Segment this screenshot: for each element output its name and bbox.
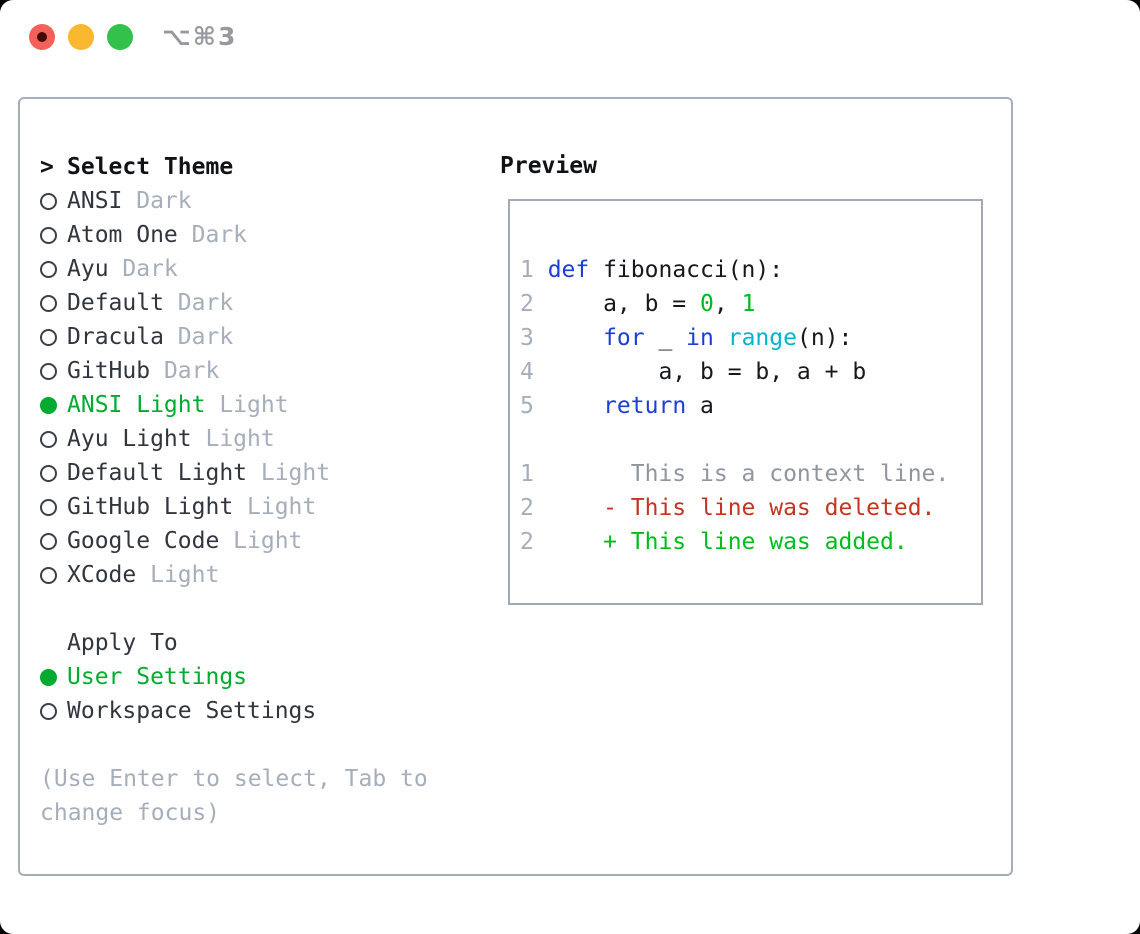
line-number: 5 (520, 393, 534, 419)
theme-list-title: Select Theme (67, 154, 234, 180)
help-text: (Use Enter to select, Tab to change focu… (40, 766, 428, 826)
theme-option-default-dark[interactable]: Default Dark (40, 286, 440, 320)
line-number: 3 (520, 325, 534, 351)
code-line: 5 return a (520, 393, 714, 419)
line-number: 1 (520, 257, 534, 283)
theme-option-ayu-light[interactable]: Ayu Light Light (40, 422, 440, 456)
line-number: 4 (520, 359, 534, 385)
theme-option-ansi-dark[interactable]: ANSI Dark (40, 184, 440, 218)
line-number: 2 (520, 495, 534, 521)
traffic-light-close-icon[interactable] (29, 24, 55, 50)
diff-line-context: 1 This is a context line. (520, 461, 950, 487)
apply-option-workspace-settings[interactable]: Workspace Settings (40, 694, 440, 728)
radio-icon (40, 328, 57, 346)
theme-option-ayu-dark[interactable]: Ayu Dark (40, 252, 440, 286)
theme-option-github-light[interactable]: GitHub Light Light (40, 490, 440, 524)
radio-icon (40, 226, 57, 244)
radio-icon (40, 362, 57, 380)
apply-to-header: Apply To (40, 626, 440, 660)
code-line: 2 a, b = 0, 1 (520, 291, 756, 317)
traffic-light-zoom-icon[interactable] (107, 24, 133, 50)
apply-option-user-settings[interactable]: User Settings (40, 660, 440, 694)
radio-selected-icon (40, 396, 57, 414)
radio-icon (40, 498, 57, 516)
code-line: 4 a, b = b, a + b (520, 359, 867, 385)
code-line: 3 for _ in range(n): (520, 325, 853, 351)
radio-icon (40, 532, 57, 550)
cursor-icon: > (40, 154, 54, 180)
apply-to-title: Apply To (67, 630, 178, 656)
theme-list-header: > Select Theme (40, 150, 440, 184)
window-shortcut-label: ⌥⌘3 (162, 22, 238, 51)
radio-icon (40, 260, 57, 278)
radio-icon (40, 430, 57, 448)
code-line: 1 def fibonacci(n): (520, 257, 784, 283)
theme-list: > Select Theme ANSI Dark Atom One Dark A… (40, 150, 440, 830)
line-number: 2 (520, 291, 534, 317)
radio-icon (40, 566, 57, 584)
theme-option-google-code[interactable]: Google Code Light (40, 524, 440, 558)
preview-title: Preview (500, 153, 597, 179)
radio-icon (40, 464, 57, 482)
traffic-light-minimize-icon[interactable] (68, 24, 94, 50)
theme-option-atom-one-dark[interactable]: Atom One Dark (40, 218, 440, 252)
diff-line-deleted: 2 - This line was deleted. (520, 495, 936, 521)
theme-option-ansi-light[interactable]: ANSI Light Light (40, 388, 440, 422)
theme-option-dracula-dark[interactable]: Dracula Dark (40, 320, 440, 354)
radio-selected-icon (40, 668, 57, 686)
radio-icon (40, 702, 57, 720)
line-number: 2 (520, 529, 534, 555)
radio-icon (40, 192, 57, 210)
theme-option-default-light[interactable]: Default Light Light (40, 456, 440, 490)
radio-icon (40, 294, 57, 312)
unsaved-dot-icon (37, 32, 47, 42)
theme-option-github-dark[interactable]: GitHub Dark (40, 354, 440, 388)
preview-box: 1 def fibonacci(n): 2 a, b = 0, 1 3 for … (508, 199, 983, 605)
theme-option-xcode[interactable]: XCode Light (40, 558, 440, 592)
theme-settings-panel: > Select Theme ANSI Dark Atom One Dark A… (18, 97, 1013, 876)
diff-line-added: 2 + This line was added. (520, 529, 908, 555)
line-number: 1 (520, 461, 534, 487)
